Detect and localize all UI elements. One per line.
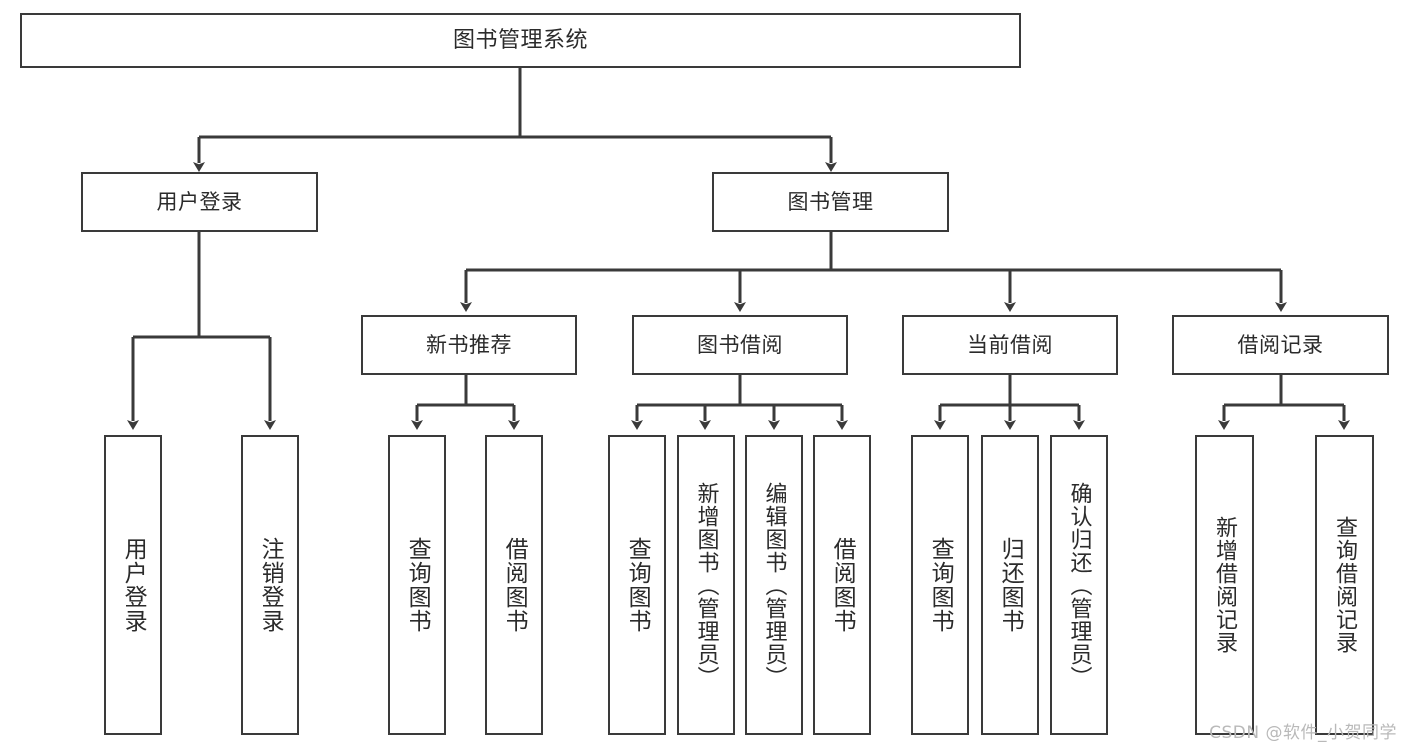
node-label: 归还图书 <box>997 537 1024 633</box>
leaf-add-book-admin[interactable]: 新增图书（管理员） <box>677 435 735 735</box>
node-current-borrow[interactable]: 当前借阅 <box>902 315 1118 375</box>
leaf-add-borrow-record[interactable]: 新增借阅记录 <box>1195 435 1254 735</box>
node-book-management[interactable]: 图书管理 <box>712 172 949 232</box>
node-label: 编辑图书（管理员） <box>761 481 787 689</box>
leaf-query-book-borrow[interactable]: 查询图书 <box>608 435 666 735</box>
node-label: 新增图书（管理员） <box>693 481 719 689</box>
node-label: 借阅图书 <box>829 537 856 633</box>
leaf-logout-login[interactable]: 注销登录 <box>241 435 299 735</box>
node-label: 借阅记录 <box>1237 332 1324 357</box>
node-label: 查询图书 <box>927 537 954 633</box>
csdn-watermark: CSDN @软件_小贺同学 <box>1209 723 1397 743</box>
node-borrow-record[interactable]: 借阅记录 <box>1172 315 1389 375</box>
node-label: 查询图书 <box>404 537 431 633</box>
node-new-book-recommend[interactable]: 新书推荐 <box>361 315 577 375</box>
leaf-borrow-book-recommend[interactable]: 借阅图书 <box>485 435 543 735</box>
node-label: 图书借阅 <box>697 332 783 357</box>
node-label: 图书管理系统 <box>452 27 588 53</box>
node-book-borrow[interactable]: 图书借阅 <box>632 315 848 375</box>
node-label: 新增借阅记录 <box>1212 516 1238 654</box>
node-label: 查询图书 <box>624 537 651 633</box>
node-label: 确认归还（管理员） <box>1066 481 1092 689</box>
leaf-query-book-recommend[interactable]: 查询图书 <box>388 435 446 735</box>
node-label: 注销登录 <box>257 537 284 633</box>
node-label: 用户登录 <box>156 189 243 214</box>
leaf-confirm-return-admin[interactable]: 确认归还（管理员） <box>1050 435 1108 735</box>
node-label: 新书推荐 <box>426 332 512 357</box>
leaf-user-login[interactable]: 用户登录 <box>104 435 162 735</box>
leaf-edit-book-admin[interactable]: 编辑图书（管理员） <box>745 435 803 735</box>
leaf-query-book-current[interactable]: 查询图书 <box>911 435 969 735</box>
leaf-borrow-book-borrow[interactable]: 借阅图书 <box>813 435 871 735</box>
node-user-login[interactable]: 用户登录 <box>81 172 318 232</box>
leaf-return-book[interactable]: 归还图书 <box>981 435 1039 735</box>
node-label: 查询借阅记录 <box>1332 516 1358 654</box>
node-label: 当前借阅 <box>967 332 1053 357</box>
node-label: 用户登录 <box>120 537 147 633</box>
node-root-book-management-system[interactable]: 图书管理系统 <box>20 13 1021 68</box>
node-label: 借阅图书 <box>501 537 528 633</box>
node-label: 图书管理 <box>787 189 874 214</box>
leaf-query-borrow-record[interactable]: 查询借阅记录 <box>1315 435 1374 735</box>
